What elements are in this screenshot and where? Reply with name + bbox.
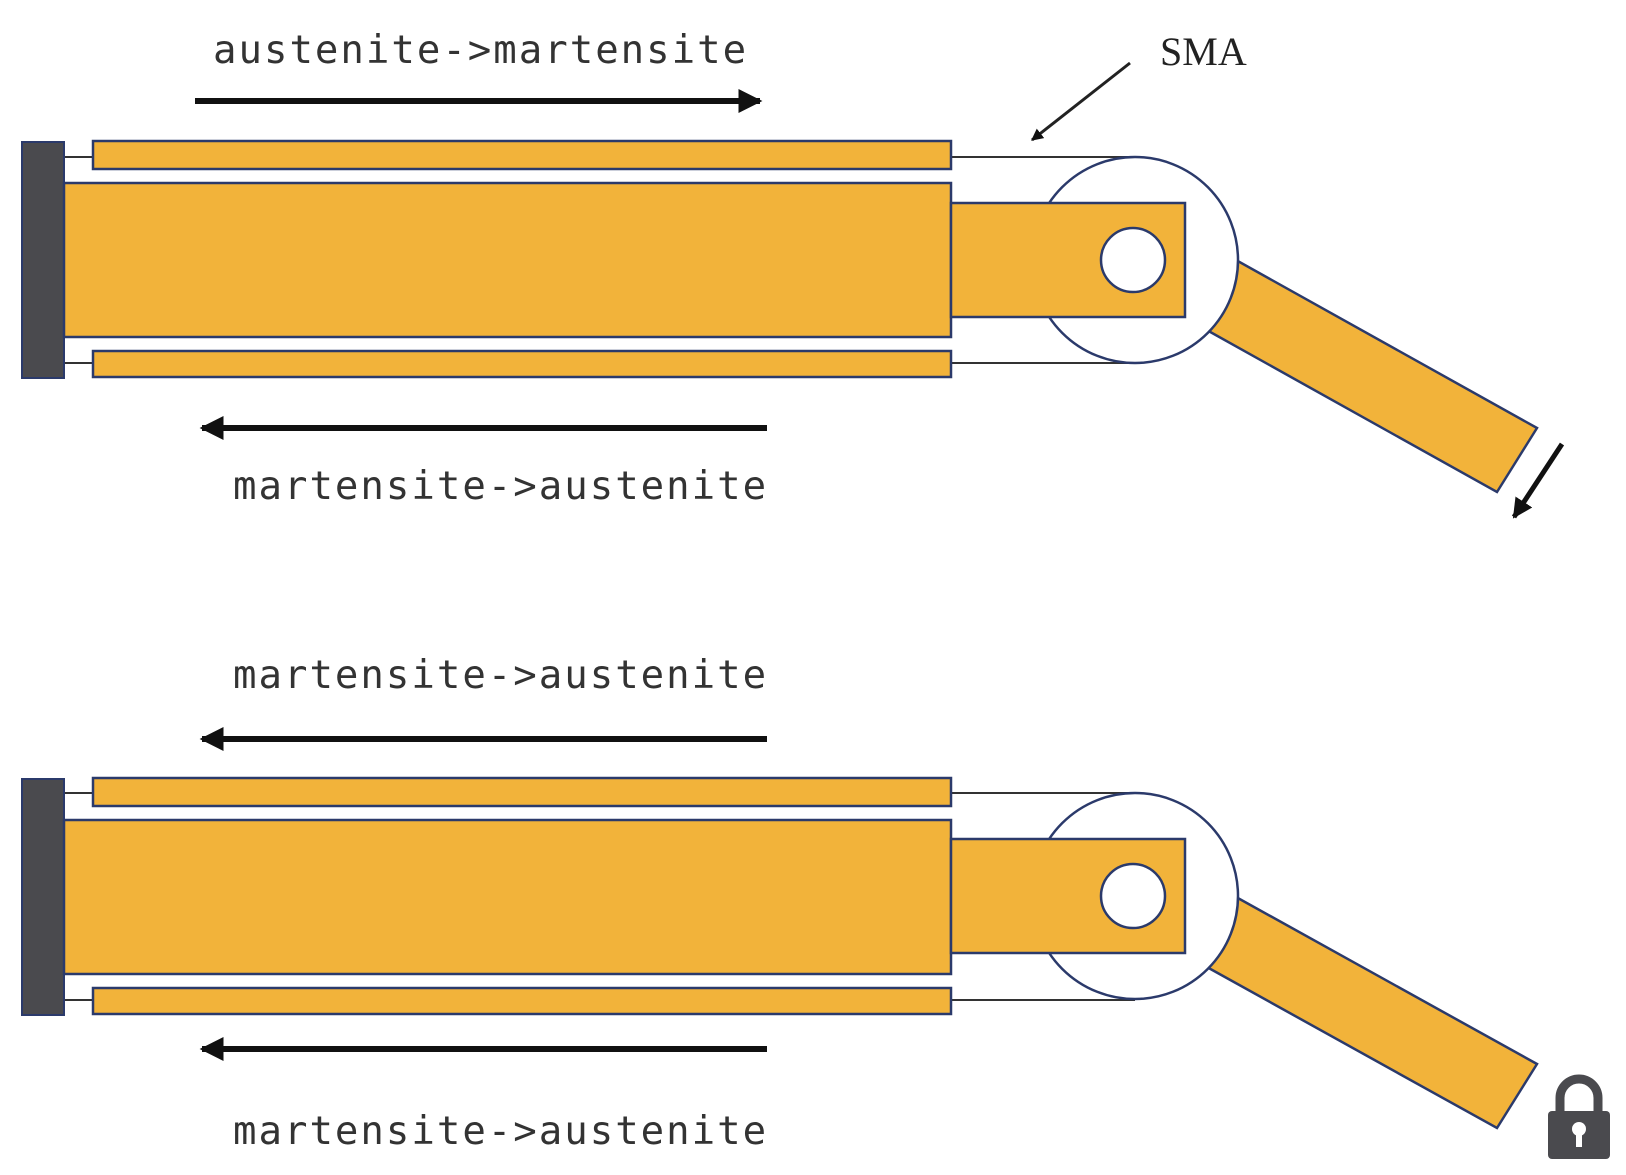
sma-label: SMA: [1160, 29, 1247, 74]
bottom-panel: martensite->austenite martensite->auste: [21, 653, 1610, 1159]
main-body: [62, 181, 953, 339]
top-panel-bottom-label: martensite->austenite: [233, 464, 768, 509]
lower-strip: [91, 986, 953, 1016]
top-panel-top-label: austenite->martensite: [213, 28, 748, 73]
main-body: [62, 818, 953, 976]
lock-icon: [1548, 1074, 1610, 1159]
rotating-arm: [1185, 253, 1539, 494]
rotating-arm: [1185, 890, 1539, 1130]
upper-strip: [91, 139, 953, 171]
bottom-panel-top-label: martensite->austenite: [233, 653, 768, 698]
lower-strip: [91, 349, 953, 379]
pivot-pin: [1099, 862, 1167, 930]
top-panel: austenite->martensite SMA martensite->au…: [21, 28, 1565, 519]
pivot-pin: [1099, 226, 1167, 294]
sma-pointer-arrow: [1031, 61, 1131, 142]
base-plate: [21, 778, 65, 1016]
bottom-panel-bottom-label: martensite->austenite: [233, 1109, 768, 1154]
base-plate: [21, 141, 65, 379]
rotation-arrow: [1511, 442, 1565, 519]
upper-strip: [91, 776, 953, 808]
